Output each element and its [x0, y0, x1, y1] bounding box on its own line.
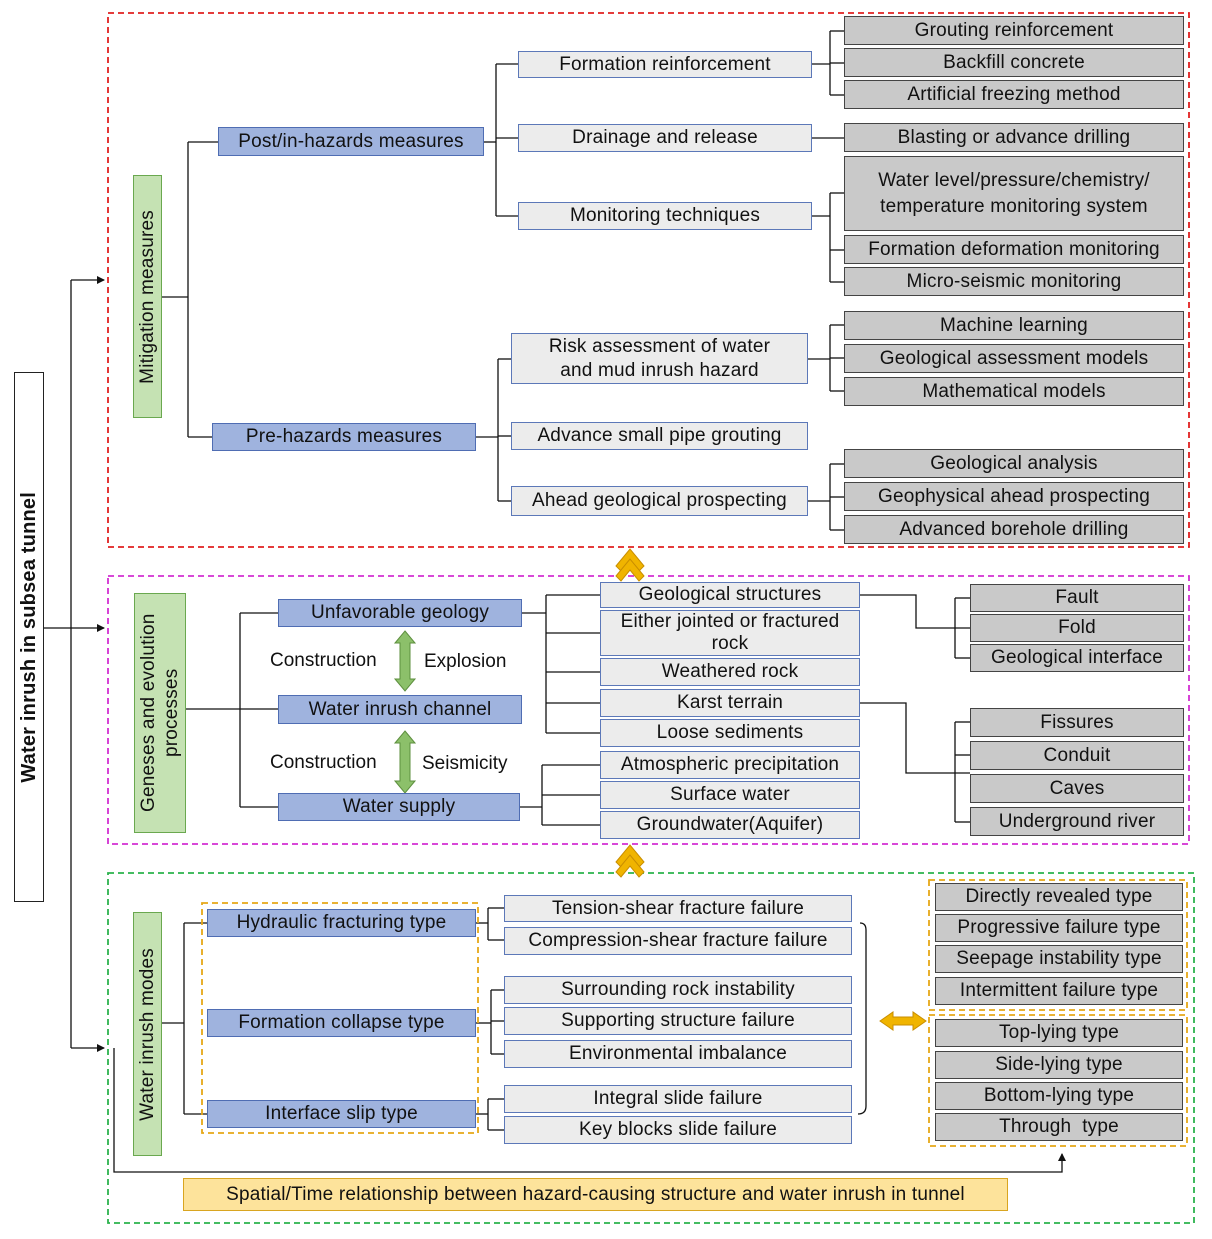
formation-reinforcement-node: Formation reinforcement	[518, 51, 812, 78]
pipe-grouting-node: Advance small pipe grouting	[511, 422, 808, 450]
geology-item: Karst terrain	[600, 689, 860, 717]
geology-item: Loose sediments	[600, 719, 860, 747]
arrow2-right-label: Seismicity	[422, 753, 508, 774]
formation-item: Artificial freezing method	[844, 80, 1184, 109]
formation-collapse-node: Formation collapse type	[207, 1009, 476, 1037]
slip-item: Integral slide failure	[504, 1085, 852, 1113]
interface-slip-node: Interface slip type	[207, 1100, 476, 1128]
root-box: Water inrush in subsea tunnel	[14, 372, 44, 902]
collapse-item: Environmental imbalance	[504, 1040, 852, 1068]
pre-hazards-node: Pre-hazards measures	[212, 423, 476, 451]
geneses-title-box: Geneses and evolution processes	[134, 593, 186, 833]
ahead-item: Advanced borehole drilling	[844, 515, 1184, 544]
risk-item: Mathematical models	[844, 377, 1184, 406]
relationship-box: Spatial/Time relationship between hazard…	[183, 1178, 1008, 1211]
space-type-item: Through type	[935, 1113, 1183, 1141]
geneses-title: Geneses and evolution processes	[138, 613, 182, 813]
karst-item: Underground river	[970, 807, 1184, 836]
time-type-item: Progressive failure type	[935, 914, 1183, 942]
chevron-up-icon	[615, 548, 645, 878]
ahead-item: Geophysical ahead prospecting	[844, 482, 1184, 511]
collapse-item: Surrounding rock instability	[504, 976, 852, 1004]
monitoring-item: Formation deformation monitoring	[844, 235, 1184, 264]
hydraulic-item: Compression-shear fracture failure	[504, 927, 852, 955]
geology-item: Geological structures	[600, 582, 860, 608]
modes-title-box: Water inrush modes	[133, 912, 162, 1156]
geology-item: Either jointed or fractured rock	[600, 610, 860, 656]
water-supply-node: Water supply	[278, 793, 520, 821]
risk-item: Geological assessment models	[844, 344, 1184, 373]
hydraulic-item: Tension-shear fracture failure	[504, 895, 852, 922]
root-label: Water inrush in subsea tunnel	[18, 491, 40, 783]
formation-item: Grouting reinforcement	[844, 16, 1184, 45]
space-type-item: Side-lying type	[935, 1051, 1183, 1079]
structure-item: Fault	[970, 584, 1184, 612]
karst-item: Fissures	[970, 708, 1184, 737]
geology-item: Weathered rock	[600, 658, 860, 686]
space-type-item: Top-lying type	[935, 1019, 1183, 1047]
mitigation-title-box: Mitigation measures	[133, 175, 162, 418]
drainage-item: Blasting or advance drilling	[844, 123, 1184, 152]
time-type-item: Seepage instability type	[935, 945, 1183, 973]
mitigation-title: Mitigation measures	[136, 209, 158, 384]
structure-item: Geological interface	[970, 644, 1184, 672]
monitoring-node: Monitoring techniques	[518, 202, 812, 230]
drainage-node: Drainage and release	[518, 124, 812, 152]
arrow1-left-label: Construction	[270, 650, 377, 671]
supply-item: Surface water	[600, 781, 860, 809]
monitoring-item: Micro-seismic monitoring	[844, 267, 1184, 296]
arrow2-left-label: Construction	[270, 752, 377, 773]
monitoring-item: Water level/pressure/chemistry/ temperat…	[844, 156, 1184, 231]
time-type-item: Intermittent failure type	[935, 977, 1183, 1005]
collapse-item: Supporting structure failure	[504, 1007, 852, 1035]
post-hazards-node: Post/in-hazards measures	[218, 127, 484, 156]
slip-item: Key blocks slide failure	[504, 1116, 852, 1144]
post-hazards-label: Post/in-hazards measures	[238, 130, 464, 152]
modes-title: Water inrush modes	[136, 947, 158, 1121]
supply-item: Atmospheric precipitation	[600, 751, 860, 779]
karst-item: Caves	[970, 774, 1184, 803]
water-inrush-channel-node: Water inrush channel	[278, 695, 522, 724]
space-type-item: Bottom-lying type	[935, 1082, 1183, 1110]
ahead-prospecting-node: Ahead geological prospecting	[511, 486, 808, 516]
ahead-item: Geological analysis	[844, 449, 1184, 478]
arrow1-right-label: Explosion	[424, 651, 507, 672]
formation-item: Backfill concrete	[844, 48, 1184, 77]
supply-item: Groundwater(Aquifer)	[600, 811, 860, 839]
karst-item: Conduit	[970, 741, 1184, 770]
pre-hazards-label: Pre-hazards measures	[245, 426, 443, 447]
hydraulic-fracturing-node: Hydraulic fracturing type	[207, 909, 476, 937]
structure-item: Fold	[970, 614, 1184, 642]
risk-item: Machine learning	[844, 311, 1184, 340]
time-type-item: Directly revealed type	[935, 883, 1183, 911]
risk-assessment-node: Risk assessment of water and mud inrush …	[511, 333, 808, 384]
unfavorable-geology-node: Unfavorable geology	[278, 599, 522, 627]
